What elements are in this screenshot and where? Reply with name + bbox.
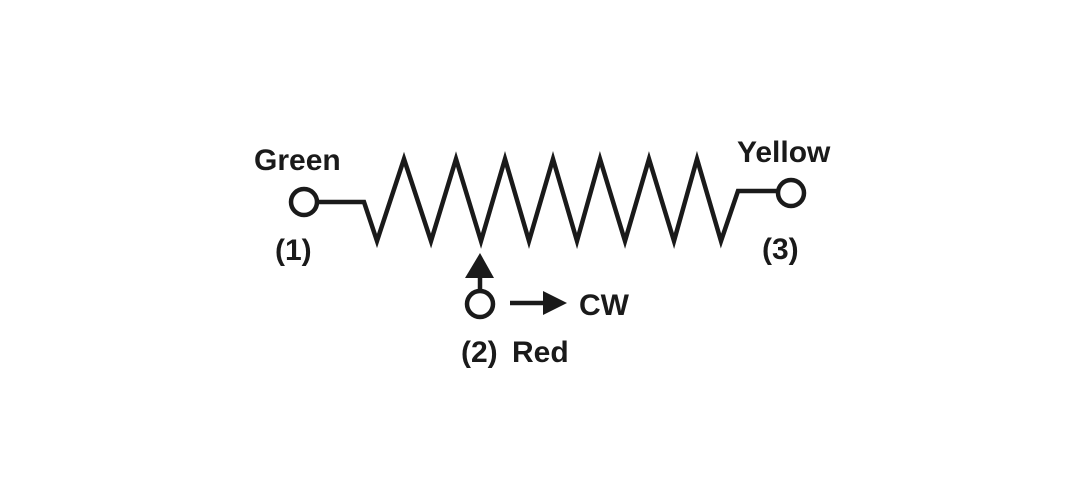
- terminal-3-number-label: (3): [762, 233, 799, 266]
- terminal-3-color-label: Yellow: [737, 136, 831, 169]
- terminal-3-circle: [775, 177, 807, 209]
- cw-arrow-right-icon: [543, 291, 567, 315]
- terminal-1-circle: [288, 186, 320, 218]
- terminal-2-circle: [464, 288, 496, 320]
- terminal-1-number-label: (1): [275, 234, 312, 267]
- rotation-direction-label: CW: [579, 289, 630, 322]
- wiper-arrowhead-icon: [465, 253, 494, 278]
- terminal-2-number-label: (2): [461, 336, 498, 369]
- terminal-1-color-label: Green: [254, 144, 341, 177]
- terminal-2-color-label: Red: [512, 336, 569, 369]
- resistor-zigzag: [317, 150, 778, 250]
